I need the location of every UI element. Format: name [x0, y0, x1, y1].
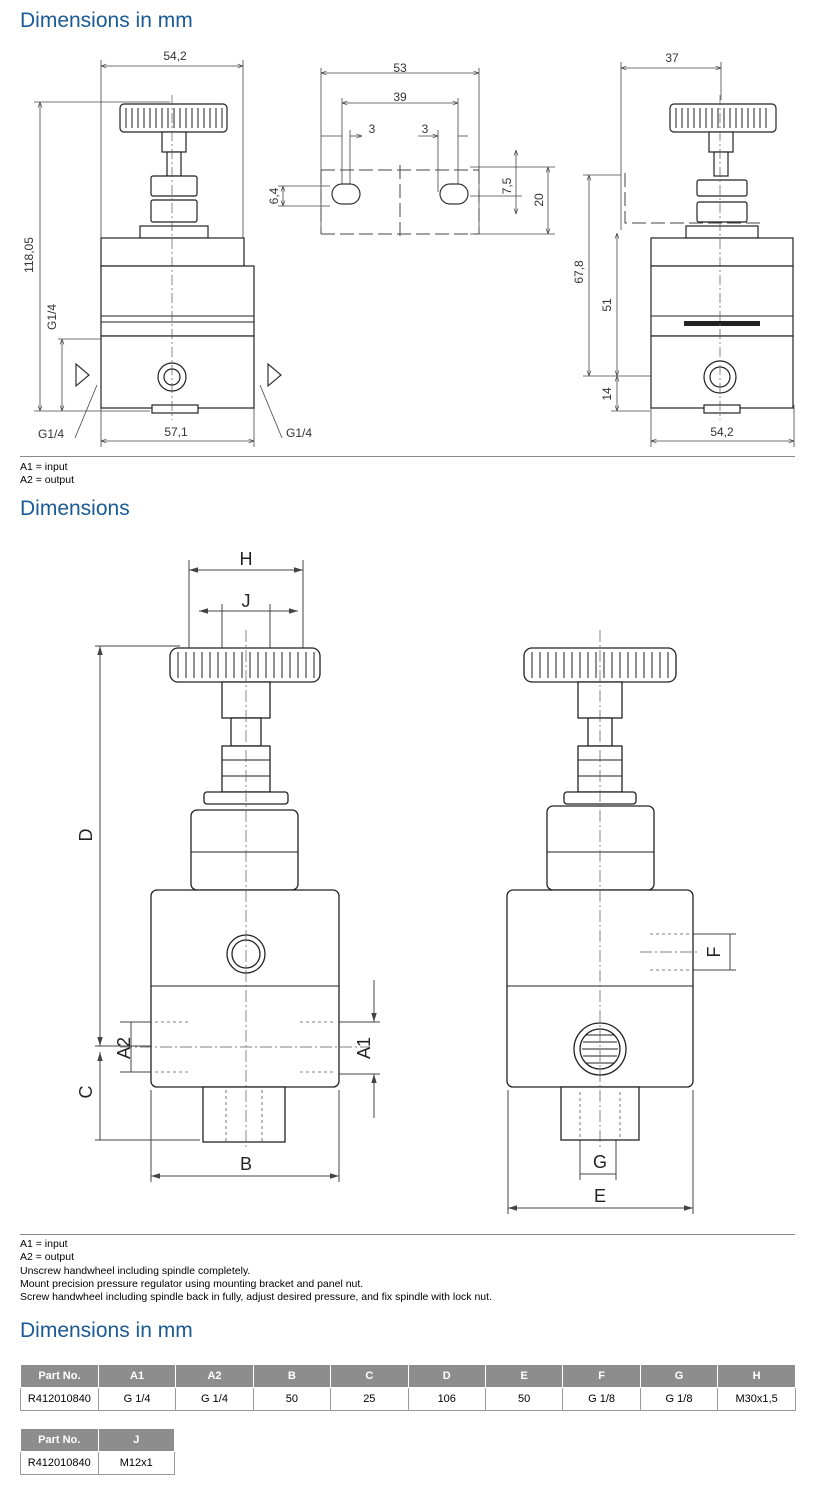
column-header: C [330, 1364, 409, 1388]
table-cell: G 1/4 [175, 1387, 254, 1411]
notes-1: A1 = input A2 = output [20, 461, 74, 488]
table-cell: G 1/4 [97, 1387, 177, 1411]
dim-label: G1/4 [286, 426, 312, 440]
dim-label-c: C [76, 1086, 96, 1099]
dim-label: 3 [369, 122, 376, 136]
column-header: A2 [175, 1364, 254, 1388]
table-cell: G 1/8 [562, 1387, 641, 1411]
dim-label: 54,2 [710, 425, 734, 439]
note-line: A1 = input [20, 1238, 68, 1250]
section-title-dimensions: Dimensions [20, 497, 130, 520]
section-title-dimensions-mm-table: Dimensions in mm [20, 1319, 193, 1342]
dim-label: 6,4 [267, 187, 281, 204]
table-header-row: Part No. J [20, 1428, 176, 1452]
table-cell: 50 [252, 1387, 332, 1411]
dim-label: 14 [600, 387, 614, 401]
column-header: G [639, 1364, 719, 1388]
section-title-dimensions-mm: Dimensions in mm [20, 9, 193, 32]
dim-label: 20 [532, 193, 546, 207]
table-cell: R412010840 [20, 1451, 99, 1475]
table-cell: M30x1,5 [717, 1387, 796, 1411]
dimensions-table: Part No. A1 A2 B C D E F G H R412010840 … [20, 1364, 796, 1411]
dim-label: 54,2 [163, 49, 187, 63]
dim-label-e: E [594, 1186, 606, 1206]
table-cell: M12x1 [97, 1451, 176, 1475]
dim-label-g: G [593, 1152, 607, 1172]
dim-label-d: D [76, 829, 96, 842]
note-line: A1 = input [20, 461, 68, 473]
column-header: H [717, 1364, 796, 1388]
dim-label-b: B [240, 1154, 252, 1174]
note-line: Screw handwheel including spindle back i… [20, 1291, 492, 1304]
dim-label: G1/4 [38, 427, 64, 441]
dim-label-f: F [704, 947, 724, 958]
dim-label: G1/4 [45, 304, 59, 330]
dim-label: 37 [665, 51, 679, 65]
dim-label: 118,05 [22, 237, 36, 273]
dim-label-h: H [240, 549, 253, 569]
column-header: A1 [97, 1364, 177, 1388]
column-header: E [484, 1364, 564, 1388]
dimensions-table-j: Part No. J R412010840 M12x1 [20, 1428, 176, 1475]
dim-label: 3 [422, 122, 429, 136]
column-header: Part No. [20, 1364, 99, 1388]
dim-label-j: J [242, 591, 251, 611]
dim-label: 57,1 [164, 425, 188, 439]
column-header: B [252, 1364, 332, 1388]
divider [20, 456, 795, 457]
dim-label: 51 [600, 298, 614, 312]
table-cell: 50 [484, 1387, 564, 1411]
table-row: R412010840 M12x1 [20, 1451, 176, 1475]
table-header-row: Part No. A1 A2 B C D E F G H [20, 1364, 796, 1388]
dim-label-a1: A1 [354, 1037, 374, 1059]
column-header: Part No. [20, 1428, 99, 1452]
table-cell: G 1/8 [639, 1387, 719, 1411]
column-header: J [97, 1428, 176, 1452]
column-header: F [562, 1364, 641, 1388]
note-line: Unscrew handwheel including spindle comp… [20, 1264, 251, 1277]
table-cell: 106 [407, 1387, 486, 1411]
dim-label: 39 [393, 90, 407, 104]
note-line: A2 = output [20, 1251, 75, 1264]
table-cell: R412010840 [20, 1387, 99, 1411]
dim-label: 53 [393, 61, 407, 75]
note-line: Mount precision pressure regulator using… [20, 1277, 364, 1290]
technical-drawing-2: H J D A2 C B A1 F G E [0, 540, 834, 1220]
divider [20, 1234, 795, 1235]
dim-label: 67,8 [572, 260, 586, 284]
column-header: D [407, 1364, 486, 1388]
table-row: R412010840 G 1/4 G 1/4 50 25 106 50 G 1/… [20, 1387, 796, 1411]
note-line: A2 = output [20, 474, 75, 487]
dim-label-a2: A2 [114, 1037, 134, 1059]
notes-2: A1 = input A2 = output Unscrew handwheel… [20, 1238, 492, 1304]
table-cell: 25 [330, 1387, 409, 1411]
technical-drawing-1: 54,2 118,05 G1/4 G1/4 57,1 G1/4 53 39 3 … [0, 40, 834, 455]
dim-label: 7,5 [500, 177, 514, 194]
